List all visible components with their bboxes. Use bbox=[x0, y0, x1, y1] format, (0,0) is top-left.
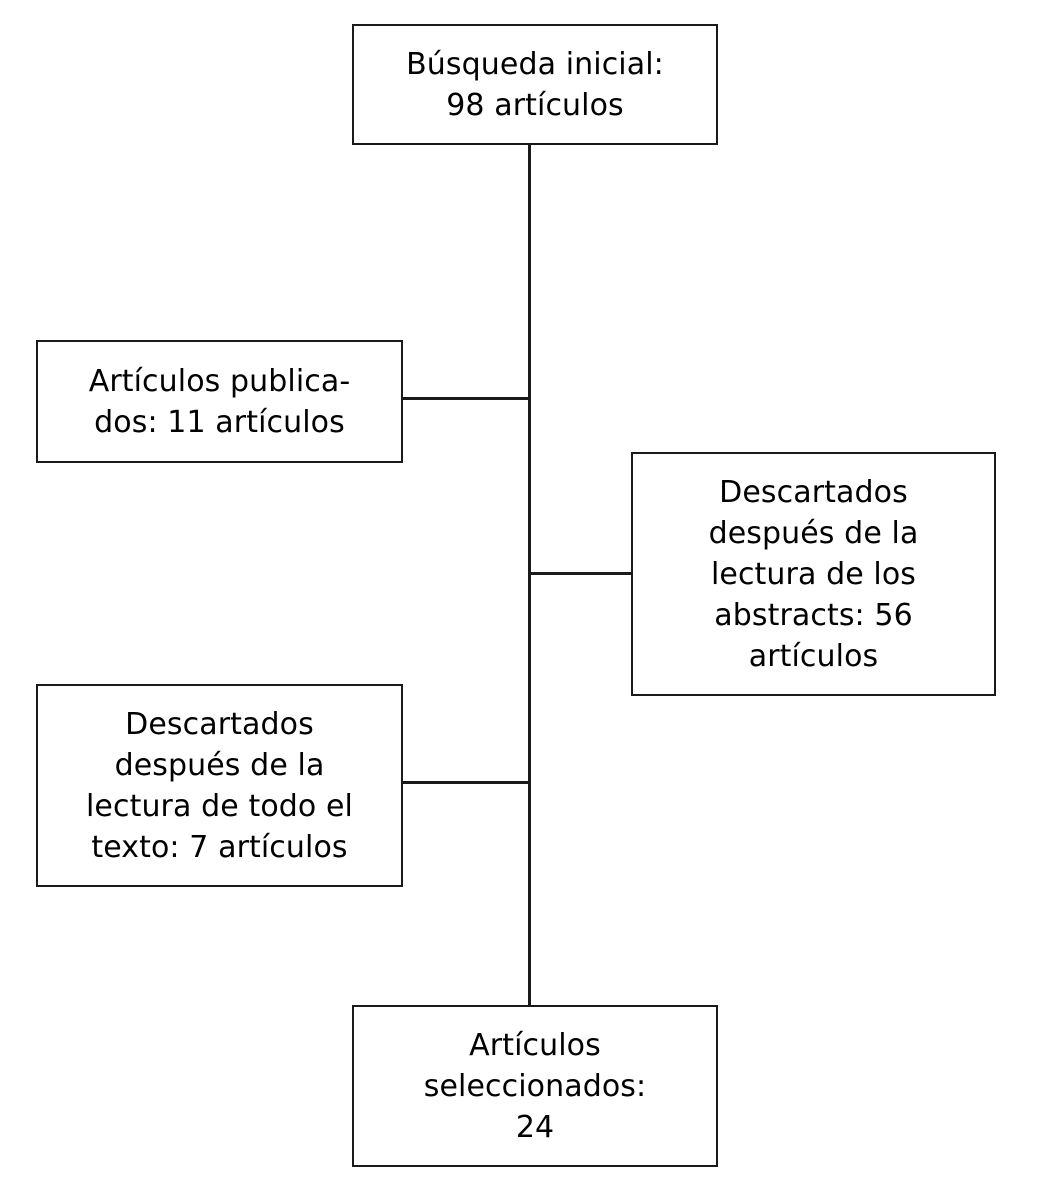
node-discarded-after-abstracts-label: Descartados después de la lectura de los… bbox=[708, 474, 919, 674]
node-published-articles: Artículos publica- dos: 11 artículos bbox=[36, 340, 403, 463]
node-discarded-after-fulltext: Descartados después de la lectura de tod… bbox=[36, 684, 403, 887]
node-published-articles-label: Artículos publica- dos: 11 artículos bbox=[88, 363, 351, 440]
node-selected-articles-label: Artículos seleccionados: 24 bbox=[423, 1027, 647, 1145]
edge-main-trunk bbox=[528, 145, 531, 1006]
node-selected-articles: Artículos seleccionados: 24 bbox=[352, 1005, 718, 1167]
node-discarded-after-fulltext-label: Descartados después de la lectura de tod… bbox=[86, 706, 353, 865]
node-initial-search-label: Búsqueda inicial: 98 artículos bbox=[406, 46, 664, 123]
node-initial-search: Búsqueda inicial: 98 artículos bbox=[352, 24, 718, 145]
edge-trunk-to-abstracts bbox=[528, 572, 633, 575]
edge-trunk-to-published bbox=[402, 397, 530, 400]
node-discarded-after-abstracts: Descartados después de la lectura de los… bbox=[631, 452, 996, 696]
edge-trunk-to-fulltext bbox=[402, 781, 530, 784]
